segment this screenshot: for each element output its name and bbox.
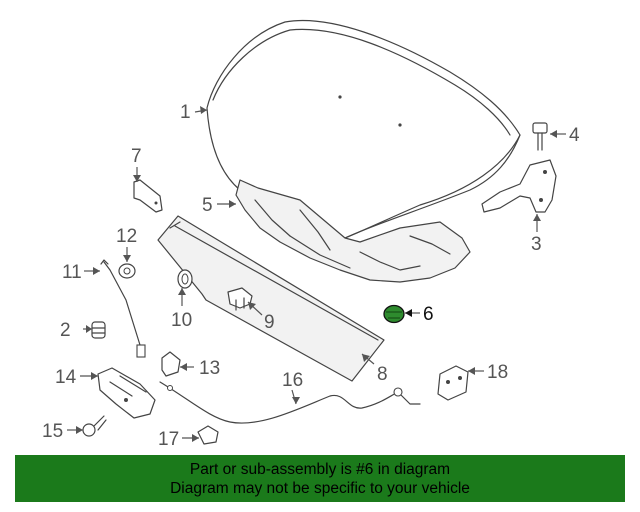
- callout-7: 7: [131, 146, 142, 167]
- callout-15: 15: [42, 421, 63, 442]
- prop-rod-part-11[interactable]: [100, 259, 146, 358]
- hood-hinge-part-3[interactable]: [481, 159, 557, 213]
- clip-part-13[interactable]: [161, 351, 181, 377]
- striker-part-18[interactable]: [437, 365, 469, 401]
- bolt-part-4[interactable]: [532, 122, 548, 151]
- bracket-part-9[interactable]: [227, 287, 253, 311]
- callout-3: 3: [531, 234, 542, 255]
- callout-numbers: 1 2 3 4 5 6 7 8 9 10 11 12 13 14 15 16 1…: [42, 102, 580, 450]
- bracket-part-7[interactable]: [133, 179, 163, 213]
- cable-clip-part-17[interactable]: [197, 425, 219, 445]
- callout-17: 17: [158, 429, 179, 450]
- hood-latch-part-14[interactable]: [97, 367, 156, 419]
- callout-1: 1: [180, 102, 191, 123]
- bolt-part-15[interactable]: [82, 415, 107, 437]
- callout-14: 14: [55, 367, 77, 388]
- callout-12: 12: [116, 226, 137, 247]
- highlighted-part-6[interactable]: [383, 304, 405, 324]
- callout-18: 18: [487, 362, 508, 383]
- callout-6: 6: [423, 304, 434, 325]
- callout-4: 4: [569, 125, 580, 146]
- banner-line-2: Diagram may not be specific to your vehi…: [170, 479, 470, 497]
- grommet-part-10[interactable]: [177, 269, 193, 289]
- callout-11: 11: [62, 262, 82, 283]
- nut-part-12[interactable]: [118, 263, 136, 279]
- hood-seal-part[interactable]: [157, 215, 385, 382]
- bumper-stop-part-2[interactable]: [91, 321, 106, 339]
- callout-5: 5: [202, 195, 213, 216]
- callout-13: 13: [199, 358, 220, 379]
- parts-diagram: 1 2 3 4 5 6 7 8 9 10 11 12 13 14 15 16 1…: [42, 19, 580, 450]
- arrowheads: [76, 106, 557, 442]
- callout-16: 16: [282, 370, 303, 391]
- release-cable-part-16[interactable]: [159, 381, 421, 424]
- callout-9: 9: [264, 312, 275, 333]
- callout-10: 10: [171, 310, 192, 331]
- callout-8: 8: [377, 364, 388, 385]
- callout-2: 2: [60, 320, 71, 341]
- hood-insulator-part[interactable]: [235, 179, 471, 283]
- part-info-banner: Part or sub-assembly is #6 in diagram Di…: [15, 455, 625, 502]
- banner-line-1: Part or sub-assembly is #6 in diagram: [189, 460, 451, 478]
